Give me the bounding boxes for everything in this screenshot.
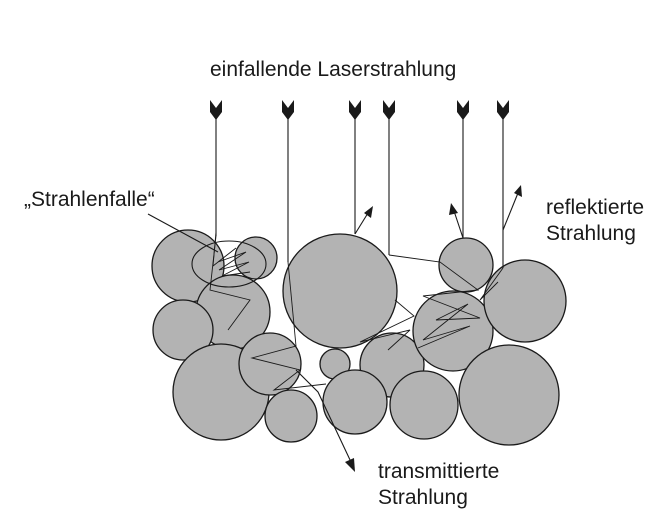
particle [234, 236, 278, 280]
internal-ray [479, 267, 504, 301]
particle [238, 332, 302, 396]
particle [264, 389, 318, 443]
radiation-trap-label: „Strahlenfalle“ [24, 188, 155, 211]
reflected-ray [453, 210, 464, 239]
arrowhead-icon [364, 206, 373, 218]
transmitted-radiation-label-line2: Strahlung [378, 486, 468, 509]
transmitted-ray [295, 369, 352, 463]
reflected-ray [354, 212, 369, 235]
reflected-radiation-label-line2: Strahlung [546, 222, 636, 245]
particle [282, 233, 398, 349]
particle [483, 259, 567, 343]
particle [322, 369, 388, 435]
arrowhead-icon [514, 185, 522, 197]
trap-ellipse [191, 240, 267, 288]
particle [438, 237, 494, 293]
radiation-trap [147, 213, 267, 288]
powder-particles [151, 229, 567, 446]
arrowhead-icon [210, 100, 222, 120]
arrowhead-icon [282, 100, 294, 120]
internal-ray [250, 261, 327, 391]
arrowhead-icon [383, 100, 395, 120]
internal-scattered-rays [209, 235, 504, 391]
reflected-ray [502, 192, 519, 231]
arrowhead-icon [497, 100, 509, 120]
arrowhead-icon [345, 458, 355, 472]
reflected-rays [354, 185, 522, 239]
arrowhead-icon [457, 100, 469, 120]
incident-rays [215, 112, 504, 268]
internal-ray [359, 299, 415, 351]
internal-ray [388, 254, 481, 349]
incident-arrowheads [210, 100, 509, 120]
transmitted-ray-group [295, 369, 355, 472]
arrowhead-icon [349, 100, 361, 120]
particle [152, 299, 214, 361]
transmitted-radiation-label-line1: transmittierte [378, 460, 500, 483]
trap-zigzag-ray [212, 231, 251, 277]
trap-label-pointer [147, 213, 219, 253]
particle [389, 370, 459, 440]
reflected-radiation-label-line1: reflektierte [546, 196, 645, 219]
particle [458, 344, 560, 446]
arrowhead-icon [449, 203, 458, 215]
incident-radiation-label: einfallende Laserstrahlung [210, 58, 457, 81]
internal-ray [209, 235, 251, 331]
